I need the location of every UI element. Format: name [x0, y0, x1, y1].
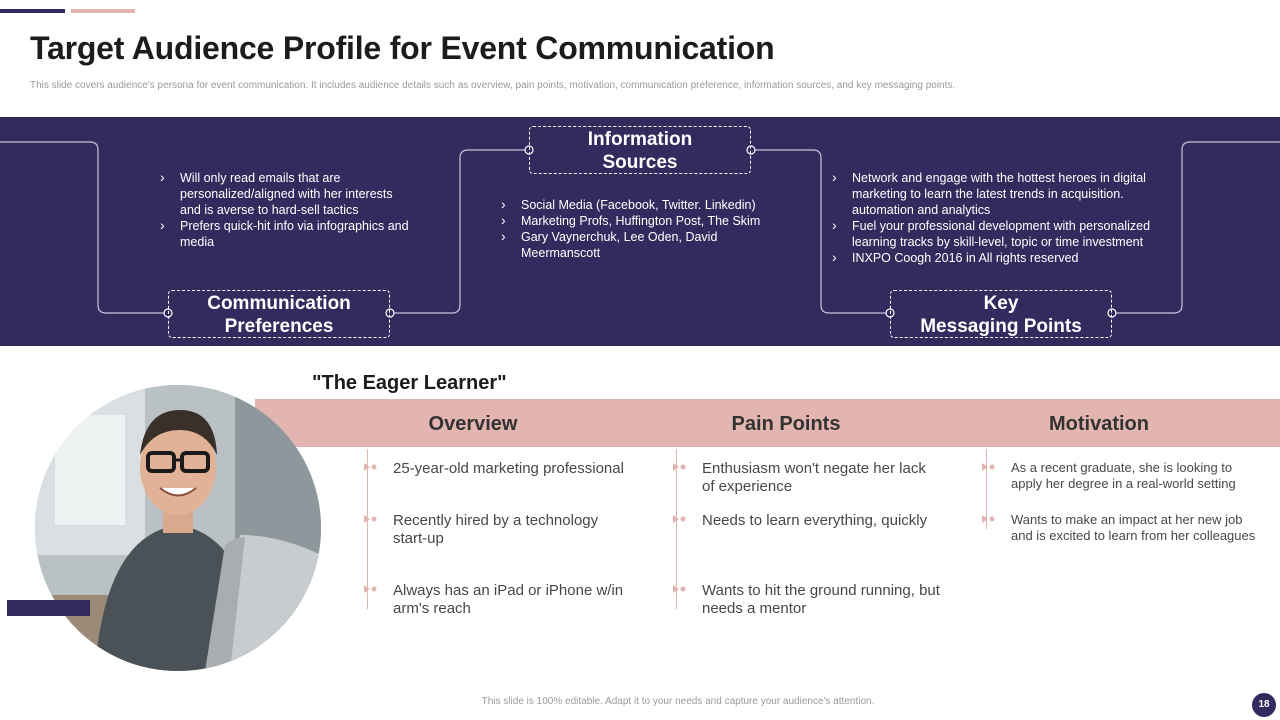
pain-points-timeline-line — [676, 449, 677, 609]
motivation-item: Wants to make an impact at her new job a… — [982, 512, 1267, 544]
pink-arrow-bullet-icon — [982, 515, 995, 523]
list-item: Gary Vaynerchuk, Lee Oden, David Meerman… — [501, 228, 791, 261]
top-accent-line-dark — [0, 9, 65, 13]
list-item: Marketing Profs, Huffington Post, The Sk… — [501, 212, 791, 229]
pain-points-heading: Pain Points — [731, 413, 841, 435]
pink-arrow-bullet-icon — [673, 515, 686, 523]
page-number-badge: 18 — [1252, 693, 1276, 717]
list-item: Prefers quick-hit info via infographics … — [160, 217, 410, 250]
pain-point-item: Needs to learn everything, quickly — [673, 512, 937, 530]
pink-arrow-bullet-icon — [364, 585, 377, 593]
list-item: Fuel your professional development with … — [832, 217, 1177, 250]
communication-preferences-list: Will only read emails that are personali… — [160, 169, 410, 250]
list-item: INXPO Coogh 2016 in All rights reserved — [832, 249, 1177, 266]
persona-photo — [35, 385, 321, 671]
information-sources-list: Social Media (Facebook, Twitter. Linkedi… — [501, 196, 791, 261]
overview-item: 25-year-old marketing professional — [364, 460, 628, 478]
pink-arrow-bullet-icon — [673, 585, 686, 593]
slide-title: Target Audience Profile for Event Commun… — [30, 30, 775, 66]
key-messaging-points-list: Network and engage with the hottest hero… — [832, 169, 1177, 266]
motivation-heading: Motivation — [1049, 413, 1149, 435]
persona-name: "The Eager Learner" — [312, 372, 507, 394]
pink-arrow-bullet-icon — [673, 463, 686, 471]
key-messaging-points-label: Key Messaging Points — [890, 290, 1112, 338]
list-item: Network and engage with the hottest hero… — [832, 169, 1177, 218]
photo-accent-bar — [7, 600, 90, 616]
overview-timeline-line — [367, 449, 368, 609]
pink-arrow-bullet-icon — [982, 463, 995, 471]
communication-preferences-label: Communication Preferences — [168, 290, 390, 338]
motivation-item: As a recent graduate, she is looking to … — [982, 460, 1261, 492]
overview-item: Recently hired by a technology start-up — [364, 512, 628, 548]
footer-note: This slide is 100% editable. Adapt it to… — [481, 696, 875, 707]
pain-point-item: Enthusiasm won't negate her lack of expe… — [673, 460, 937, 496]
audience-channels-band: Communication Preferences Information So… — [0, 117, 1280, 346]
overview-item: Always has an iPad or iPhone w/in arm's … — [364, 582, 628, 618]
persona-header-strip — [255, 399, 1280, 447]
information-sources-label: Information Sources — [529, 126, 751, 174]
motivation-timeline-line — [986, 449, 987, 529]
list-item: Will only read emails that are personali… — [160, 169, 410, 218]
pink-arrow-bullet-icon — [364, 515, 377, 523]
pink-arrow-bullet-icon — [364, 463, 377, 471]
pain-point-item: Wants to hit the ground running, but nee… — [673, 582, 942, 618]
overview-heading: Overview — [428, 413, 518, 435]
slide-subtitle: This slide covers audience's persona for… — [30, 80, 956, 91]
list-item: Social Media (Facebook, Twitter. Linkedi… — [501, 196, 791, 213]
top-accent-line-pink — [71, 9, 135, 13]
